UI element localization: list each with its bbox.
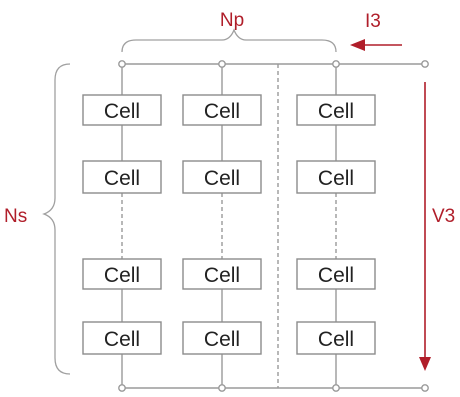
node-bottom-terminal — [421, 384, 429, 392]
cell-r1-c1: Cell — [82, 94, 162, 126]
svg-text:Cell: Cell — [104, 264, 140, 287]
node-bottom-1 — [118, 384, 126, 392]
current-label: I3 — [365, 11, 381, 32]
ns-brace — [42, 63, 71, 375]
svg-text:Cell: Cell — [204, 167, 240, 190]
cell-r1-c3: Cell — [296, 94, 376, 126]
current-arrow — [350, 39, 402, 51]
svg-text:Cell: Cell — [104, 328, 140, 351]
node-bottom-3 — [332, 384, 340, 392]
node-bottom-2 — [218, 384, 226, 392]
svg-text:Cell: Cell — [204, 328, 240, 351]
np-label: Np — [220, 10, 244, 31]
node-top-terminal — [421, 60, 429, 68]
cell-r4-c1: Cell — [82, 321, 162, 355]
cell-r4-c2: Cell — [182, 321, 262, 355]
svg-text:Cell: Cell — [204, 264, 240, 287]
cell-r4-c3: Cell — [296, 321, 376, 355]
np-brace — [121, 28, 337, 53]
cell-r3-c2: Cell — [182, 258, 262, 290]
voltage-label: V3 — [432, 206, 455, 227]
svg-text:Cell: Cell — [318, 264, 354, 287]
cell-r3-c3: Cell — [296, 258, 376, 290]
svg-text:Cell: Cell — [318, 100, 354, 123]
voltage-arrow — [419, 82, 431, 371]
cell-r2-c1: Cell — [82, 160, 162, 194]
svg-text:Cell: Cell — [204, 100, 240, 123]
svg-text:Cell: Cell — [104, 167, 140, 190]
cell-r2-c3: Cell — [296, 160, 376, 194]
cell-r1-c2: Cell — [182, 94, 262, 126]
node-top-1 — [118, 60, 126, 68]
ns-label: Ns — [4, 206, 27, 227]
node-top-3 — [332, 60, 340, 68]
node-top-2 — [218, 60, 226, 68]
cell-r3-c1: Cell — [82, 258, 162, 290]
cell-r2-c2: Cell — [182, 160, 262, 194]
svg-text:Cell: Cell — [104, 100, 140, 123]
svg-text:Cell: Cell — [318, 328, 354, 351]
svg-text:Cell: Cell — [318, 167, 354, 190]
